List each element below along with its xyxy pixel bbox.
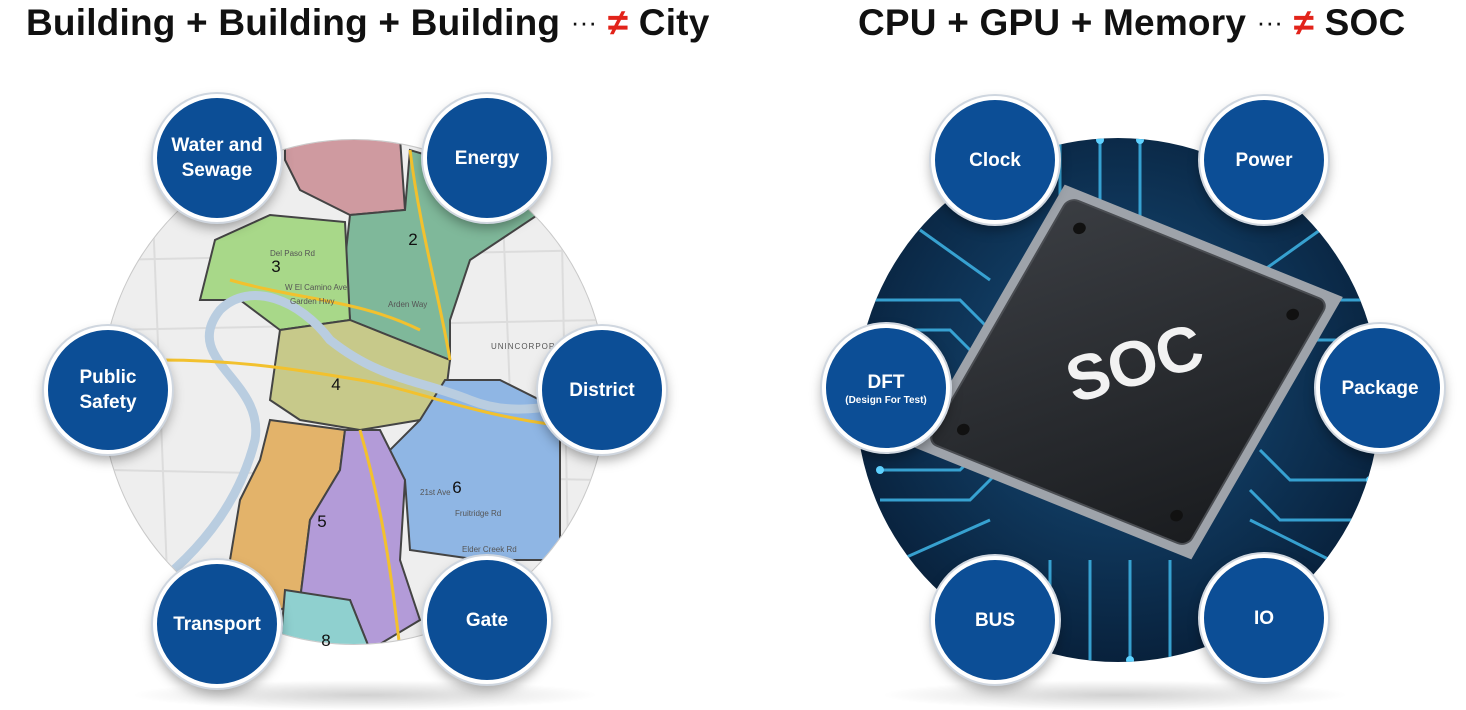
map-street-21st: 21st Ave (420, 488, 451, 497)
district-number-5: 5 (317, 512, 326, 531)
node-energy: Energy (423, 94, 551, 222)
node-public-safety: Public Safety (44, 326, 172, 454)
right-floor-shadow (880, 680, 1350, 710)
node-io: IO (1200, 554, 1328, 682)
district-6-region (378, 379, 561, 561)
right-title-dots: ··· (1256, 7, 1284, 37)
node-water-line1: Water and (171, 135, 263, 156)
district-number-8: 8 (321, 631, 330, 650)
map-street-el-camino: W El Camino Ave (285, 283, 348, 292)
district-number-6: 6 (452, 478, 461, 497)
node-power: Power (1200, 96, 1328, 224)
node-district: District (538, 326, 666, 454)
map-street-elder-creek: Elder Creek Rd (462, 545, 517, 554)
node-public-line2: Safety (79, 392, 137, 413)
node-package-label: Package (1341, 377, 1419, 399)
river (117, 291, 601, 614)
left-title-part1: Building + Building + Building (26, 2, 561, 43)
node-bus: BUS (931, 556, 1059, 684)
left-title-part2: City (638, 2, 710, 43)
node-water-and-sewage: Water and Sewage (153, 94, 281, 222)
right-title-not-equal: ≠ (1293, 2, 1315, 43)
node-clock: Clock (931, 96, 1059, 224)
node-clock-label: Clock (969, 149, 1021, 171)
district-3-region (198, 213, 352, 332)
left-title-dots: ··· (570, 7, 598, 37)
node-dft-label: DFT (867, 371, 905, 393)
right-title: CPU + GPU + Memory ··· ≠ SOC (858, 2, 1405, 44)
node-io-label: IO (1253, 607, 1275, 629)
district-number-2: 2 (408, 230, 417, 249)
node-transport-label: Transport (173, 613, 261, 635)
district-5-region (298, 429, 422, 644)
map-street-fruitridge: Fruitridge Rd (455, 509, 501, 518)
map-content (102, 140, 606, 644)
node-bus-label: BUS (974, 609, 1016, 631)
soc-chip-body (913, 184, 1343, 560)
node-dft-sub: (Design For Test) (845, 394, 927, 406)
map-street-arden: Arden Way (388, 300, 427, 309)
map-area-unincorporated: UNINCORPOR (491, 342, 556, 351)
district-number-4: 4 (331, 375, 340, 394)
node-transport: Transport (153, 560, 281, 688)
district-8-region (278, 588, 372, 644)
node-dft: DFT (Design For Test) (822, 324, 950, 452)
left-title-not-equal: ≠ (607, 2, 629, 43)
right-title-part1: CPU + GPU + Memory (858, 2, 1247, 43)
district-number-3: 3 (271, 257, 280, 276)
node-energy-label: Energy (454, 147, 520, 169)
node-gate: Gate (423, 556, 551, 684)
node-public-line1: Public (79, 367, 137, 388)
left-title: Building + Building + Building ··· ≠ Cit… (26, 2, 709, 44)
node-gate-label: Gate (465, 609, 509, 631)
right-title-part2: SOC (1324, 2, 1406, 43)
map-street-del-paso: Del Paso Rd (270, 249, 315, 258)
node-package: Package (1316, 324, 1444, 452)
node-water-line2: Sewage (181, 160, 253, 181)
node-power-label: Power (1235, 149, 1293, 171)
node-district-label: District (569, 379, 635, 401)
map-street-garden: Garden Hwy (290, 297, 334, 306)
